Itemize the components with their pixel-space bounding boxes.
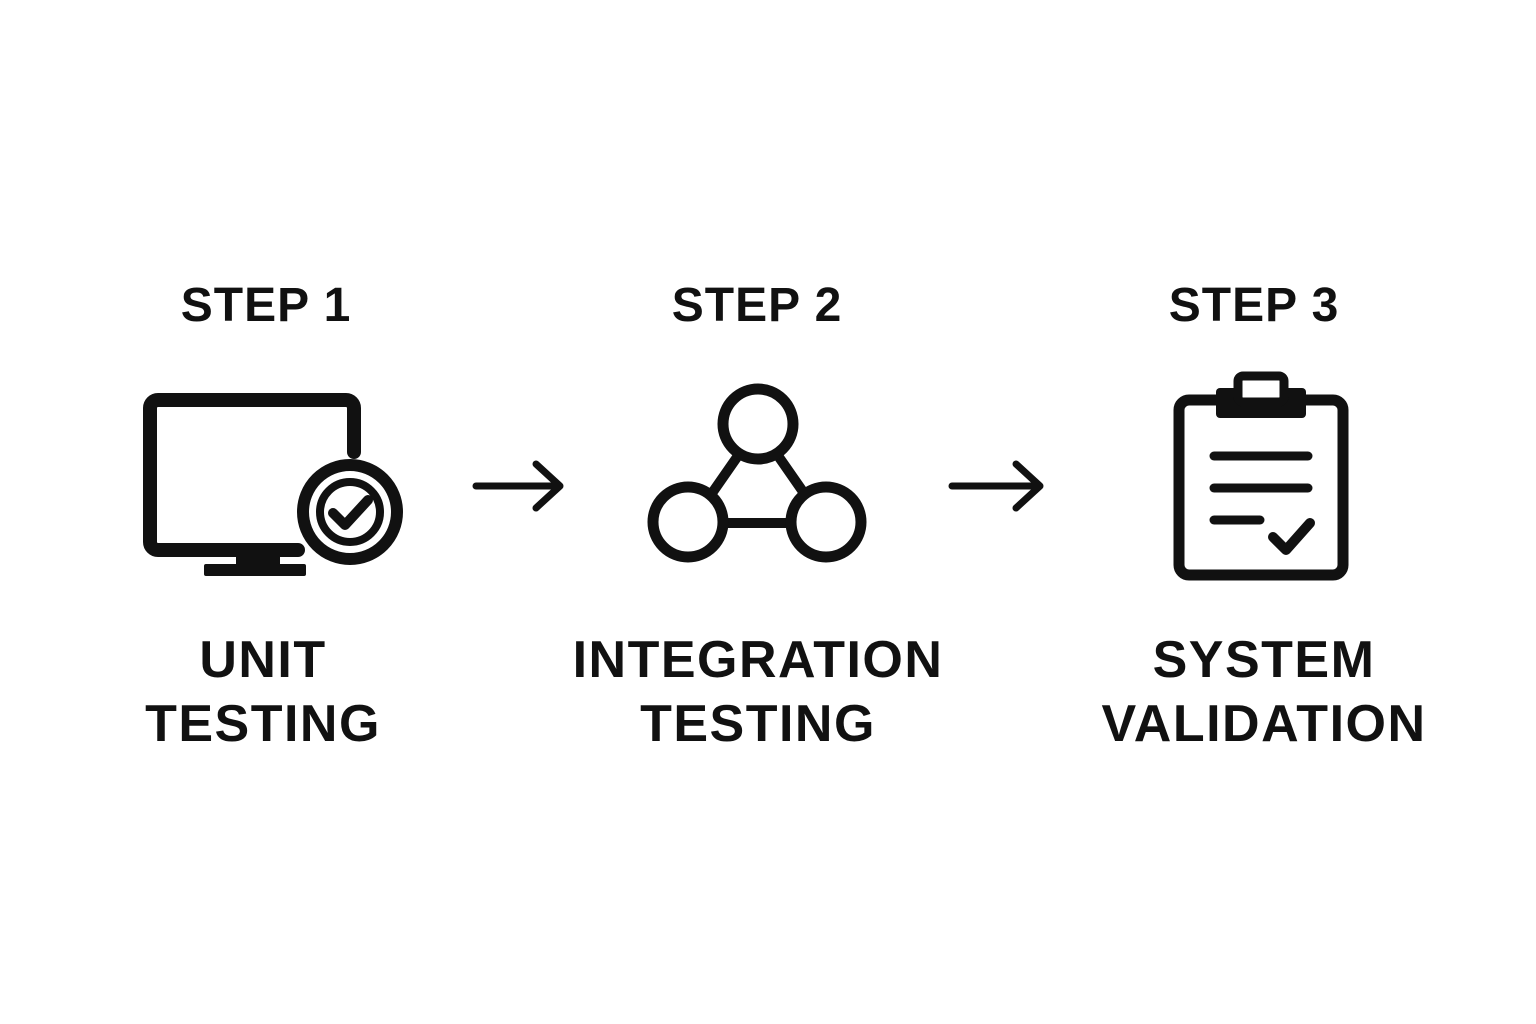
arrow-right-icon xyxy=(948,460,1044,512)
step-3-heading: STEP 3 xyxy=(1168,279,1340,332)
step-2-label-line-1: INTEGRATION xyxy=(572,631,944,689)
step-1-heading: STEP 1 xyxy=(180,279,352,332)
arrow-right-icon xyxy=(472,460,564,512)
clipboard-check-icon xyxy=(1173,371,1349,581)
step-2-label: INTEGRATION TESTING xyxy=(538,628,978,756)
step-1-label: UNIT TESTING xyxy=(43,628,483,756)
step-1-label-line-2: TESTING xyxy=(145,695,381,753)
step-2-heading: STEP 2 xyxy=(671,279,843,332)
step-3-label-line-2: VALIDATION xyxy=(1101,695,1427,753)
step-1-label-line-1: UNIT xyxy=(199,631,327,689)
network-nodes-icon xyxy=(647,383,867,563)
step-2-label-line-2: TESTING xyxy=(640,695,876,753)
step-3-label-line-1: SYSTEM xyxy=(1152,631,1376,689)
step-3-label: SYSTEM VALIDATION xyxy=(1044,628,1484,756)
monitor-check-icon xyxy=(143,393,403,576)
